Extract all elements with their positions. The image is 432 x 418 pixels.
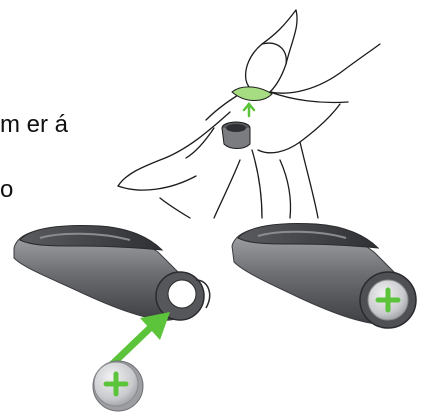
small-battery	[222, 122, 250, 149]
green-fingertip	[232, 87, 272, 101]
battery-plus-icon	[93, 361, 143, 411]
small-up-arrow-icon	[244, 104, 254, 116]
hearing-aid-left	[14, 226, 210, 321]
hearing-aid-right	[232, 224, 416, 328]
